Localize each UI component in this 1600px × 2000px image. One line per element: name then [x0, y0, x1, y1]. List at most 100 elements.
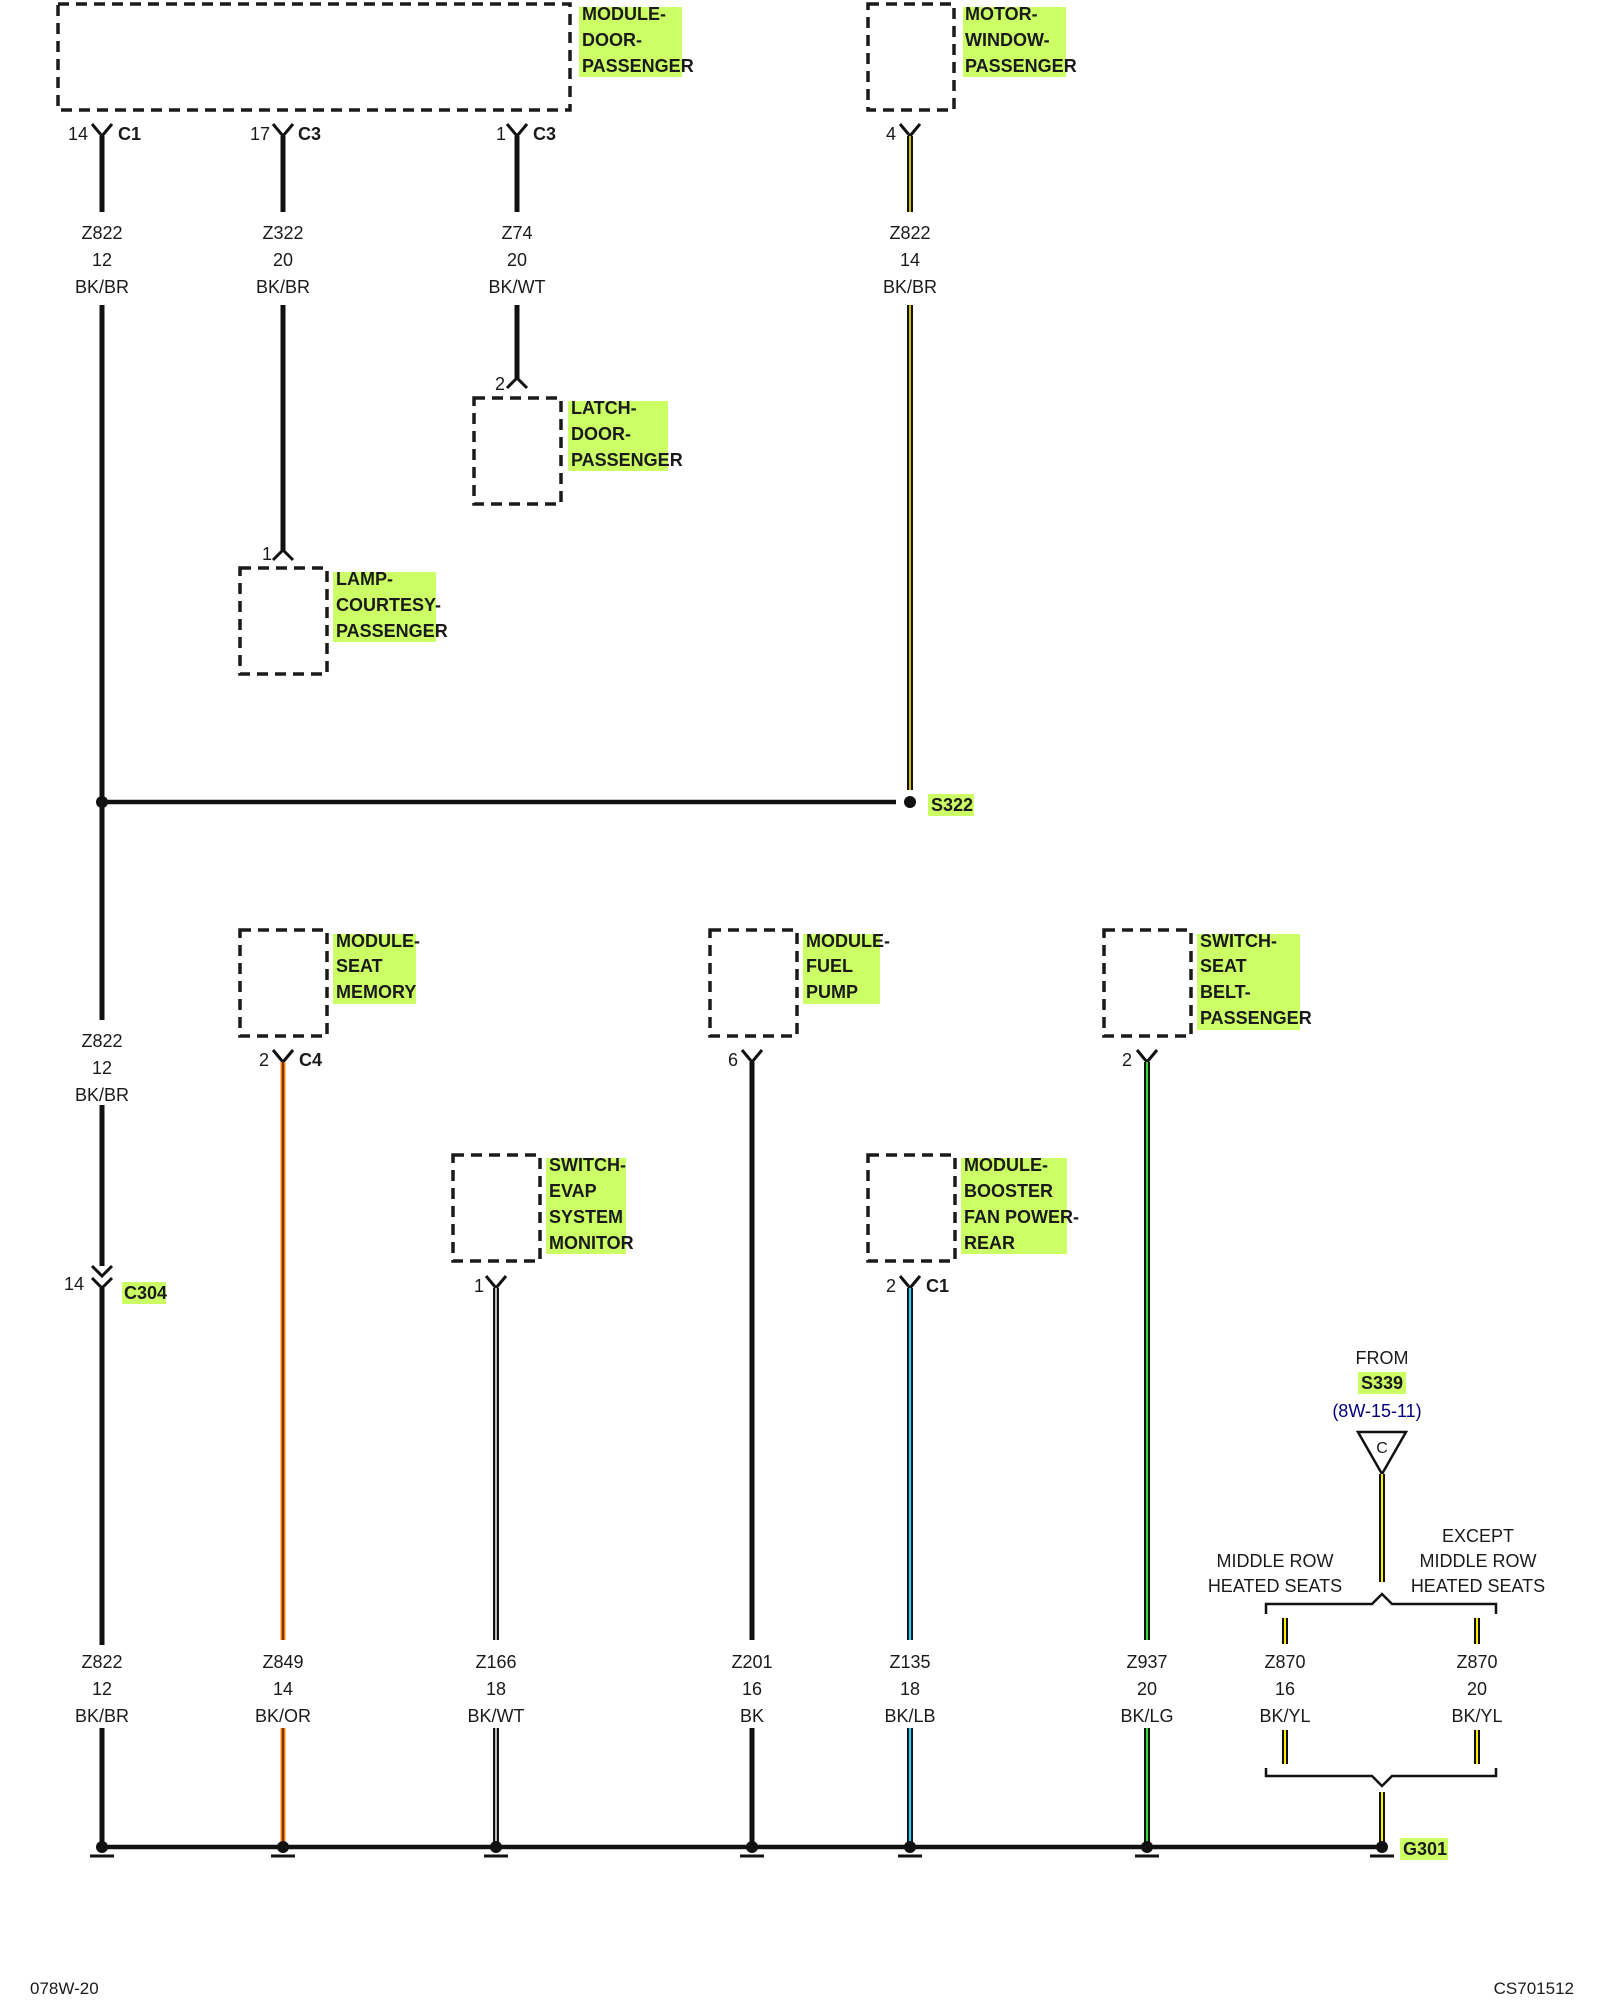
- svg-text:EVAP: EVAP: [549, 1181, 597, 1201]
- option-bracket-bottom: [1264, 1768, 1498, 1788]
- svg-text:Z937: Z937: [1126, 1652, 1167, 1672]
- svg-text:PASSENGER: PASSENGER: [571, 450, 683, 470]
- switch-evap-system-monitor: SWITCH- EVAP SYSTEM MONITOR 1: [451, 1153, 634, 1296]
- svg-text:PASSENGER: PASSENGER: [336, 621, 448, 641]
- svg-text:BK/BR: BK/BR: [883, 277, 937, 297]
- module-seat-memory: MODULE- SEAT MEMORY 2 C4: [238, 928, 420, 1070]
- svg-text:S339: S339: [1361, 1373, 1403, 1393]
- svg-text:BK/OR: BK/OR: [255, 1706, 311, 1726]
- svg-text:BK/WT: BK/WT: [468, 1706, 525, 1726]
- wire-label-b5: Z135 18 BK/LB: [884, 1652, 935, 1726]
- svg-text:(8W-15-11): (8W-15-11): [1332, 1401, 1421, 1421]
- wire-label-b3: Z166 18 BK/WT: [468, 1652, 525, 1726]
- svg-text:SEAT: SEAT: [336, 956, 383, 976]
- svg-text:Z201: Z201: [731, 1652, 772, 1672]
- svg-text:C1: C1: [118, 124, 141, 144]
- svg-text:EXCEPT: EXCEPT: [1442, 1526, 1514, 1546]
- svg-text:17: 17: [250, 124, 270, 144]
- svg-text:1: 1: [474, 1276, 484, 1296]
- svg-text:1: 1: [496, 124, 506, 144]
- svg-text:MIDDLE ROW: MIDDLE ROW: [1217, 1551, 1334, 1571]
- svg-text:BELT-: BELT-: [1200, 982, 1251, 1002]
- wire-label-w4: Z822 14 BK/BR: [883, 223, 937, 297]
- svg-text:PUMP: PUMP: [806, 982, 858, 1002]
- svg-text:SWITCH-: SWITCH-: [549, 1155, 626, 1175]
- svg-text:C3: C3: [533, 124, 556, 144]
- svg-text:C1: C1: [926, 1276, 949, 1296]
- svg-text:BK/LG: BK/LG: [1120, 1706, 1173, 1726]
- svg-text:18: 18: [900, 1679, 920, 1699]
- svg-text:C: C: [1376, 1440, 1388, 1457]
- svg-text:Z822: Z822: [889, 223, 930, 243]
- svg-text:16: 16: [1275, 1679, 1295, 1699]
- page-id: 078W-20: [30, 1979, 99, 1998]
- option-middle-row-heated-seats: MIDDLE ROW HEATED SEATS: [1208, 1551, 1342, 1596]
- module-booster-fan-power-rear: MODULE- BOOSTER FAN POWER- REAR 2 C1: [866, 1153, 1079, 1296]
- svg-text:BK/YL: BK/YL: [1259, 1706, 1310, 1726]
- wire-z822-mid: Z822 12 BK/BR: [75, 802, 129, 1266]
- svg-text:HEATED SEATS: HEATED SEATS: [1411, 1576, 1545, 1596]
- svg-text:PASSENGER: PASSENGER: [582, 56, 694, 76]
- wire-label-b8: Z870 20 BK/YL: [1451, 1652, 1502, 1726]
- svg-text:PASSENGER: PASSENGER: [965, 56, 1077, 76]
- svg-text:14: 14: [64, 1274, 84, 1294]
- svg-text:2: 2: [495, 374, 505, 394]
- svg-text:MIDDLE ROW: MIDDLE ROW: [1420, 1551, 1537, 1571]
- svg-text:LATCH-: LATCH-: [571, 398, 637, 418]
- pin-mwp-4: 4: [886, 123, 922, 144]
- svg-text:MODULE-: MODULE-: [582, 4, 666, 24]
- svg-text:Z322: Z322: [262, 223, 303, 243]
- svg-text:2: 2: [886, 1276, 896, 1296]
- wire-label-b4: Z201 16 BK: [731, 1652, 772, 1726]
- svg-text:Z822: Z822: [81, 1652, 122, 1672]
- wire-label-b7: Z870 16 BK/YL: [1259, 1652, 1310, 1726]
- svg-text:HEATED SEATS: HEATED SEATS: [1208, 1576, 1342, 1596]
- svg-text:1: 1: [262, 544, 272, 564]
- svg-text:Z822: Z822: [81, 223, 122, 243]
- svg-text:FAN POWER-: FAN POWER-: [964, 1207, 1079, 1227]
- svg-text:MODULE-: MODULE-: [964, 1155, 1048, 1175]
- pin-mdp-14: 14 C1: [68, 123, 141, 144]
- svg-text:BK/LB: BK/LB: [884, 1706, 935, 1726]
- svg-text:MEMORY: MEMORY: [336, 982, 416, 1002]
- svg-text:12: 12: [92, 1679, 112, 1699]
- svg-text:BK: BK: [740, 1706, 764, 1726]
- svg-text:REAR: REAR: [964, 1233, 1015, 1253]
- svg-text:SEAT: SEAT: [1200, 956, 1247, 976]
- svg-text:COURTESY-: COURTESY-: [336, 595, 441, 615]
- svg-text:DOOR-: DOOR-: [571, 424, 631, 444]
- module-door-passenger: MODULE- DOOR- PASSENGER: [56, 2, 694, 112]
- svg-text:WINDOW-: WINDOW-: [965, 30, 1050, 50]
- svg-text:C4: C4: [299, 1050, 322, 1070]
- svg-text:G301: G301: [1403, 1839, 1447, 1859]
- svg-text:MONITOR: MONITOR: [549, 1233, 634, 1253]
- ground-bus-g301: G301: [90, 1838, 1448, 1860]
- option-except-middle-row-heated-seats: EXCEPT MIDDLE ROW HEATED SEATS: [1411, 1526, 1545, 1596]
- svg-text:18: 18: [486, 1679, 506, 1699]
- wire-label-w2: Z322 20 BK/BR: [256, 223, 310, 297]
- svg-text:20: 20: [1137, 1679, 1157, 1699]
- svg-text:Z74: Z74: [501, 223, 532, 243]
- svg-text:12: 12: [92, 1058, 112, 1078]
- connector-c304: 14 C304: [64, 1264, 167, 1645]
- svg-text:MODULE-: MODULE-: [336, 931, 420, 951]
- motor-window-passenger: MOTOR- WINDOW- PASSENGER: [866, 2, 1077, 112]
- svg-text:C3: C3: [298, 124, 321, 144]
- svg-text:4: 4: [886, 124, 896, 144]
- svg-text:14: 14: [273, 1679, 293, 1699]
- svg-text:MODULE-: MODULE-: [806, 931, 890, 951]
- svg-text:BK/BR: BK/BR: [75, 277, 129, 297]
- wire-label-w3: Z74 20 BK/WT: [489, 223, 546, 297]
- svg-text:Z166: Z166: [475, 1652, 516, 1672]
- svg-text:FROM: FROM: [1356, 1348, 1409, 1368]
- wire-label-b2: Z849 14 BK/OR: [255, 1652, 311, 1726]
- latch-door-passenger: 2 LATCH- DOOR- PASSENGER: [472, 374, 683, 506]
- svg-text:Z870: Z870: [1456, 1652, 1497, 1672]
- svg-text:14: 14: [900, 250, 920, 270]
- pin-mdp-1: 1 C3: [496, 123, 556, 144]
- svg-text:6: 6: [728, 1050, 738, 1070]
- svg-text:DOOR-: DOOR-: [582, 30, 642, 50]
- svg-text:SWITCH-: SWITCH-: [1200, 931, 1277, 951]
- svg-text:S322: S322: [931, 795, 973, 815]
- pin-mdp-17: 17 C3: [250, 123, 321, 144]
